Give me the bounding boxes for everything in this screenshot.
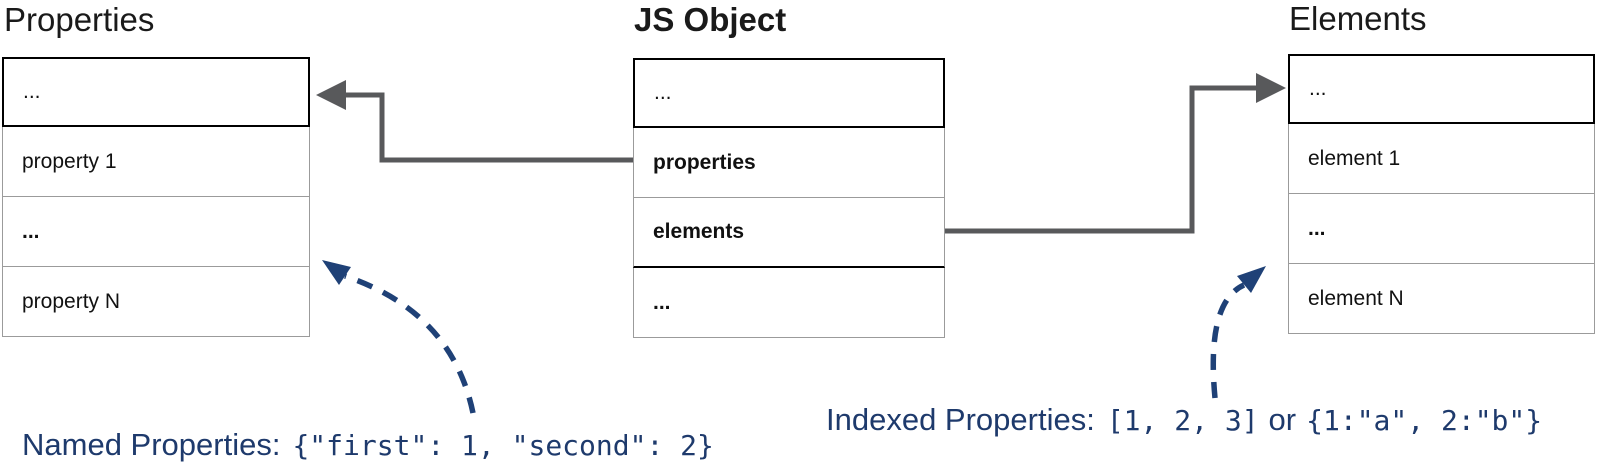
js-object-row-properties: properties: [633, 128, 945, 198]
js-object-row-elements: elements: [633, 198, 945, 268]
js-object-row-hidden: ...: [633, 58, 945, 128]
properties-table: ... property 1 ... property N: [2, 57, 310, 337]
named-properties-code: {"first": 1, "second": 2}: [292, 429, 714, 462]
indexed-properties-conjunction: or: [1268, 402, 1297, 437]
named-properties-dashed-arrow: [322, 260, 476, 414]
properties-row-ellipsis: ...: [2, 197, 310, 267]
arrow-head-right-icon: [1256, 73, 1286, 103]
properties-pointer-arrow: [316, 80, 633, 163]
named-properties-annotation: Named Properties: {"first": 1, "second":…: [22, 427, 714, 463]
js-object-row-ellipsis: ...: [633, 268, 945, 338]
properties-row-1: property 1: [2, 127, 310, 197]
properties-row-n: property N: [2, 267, 310, 337]
elements-row-1: element 1: [1288, 124, 1595, 194]
dashed-arrow-head-left-icon: [322, 260, 351, 285]
dashed-arrow-head-right-icon: [1237, 266, 1266, 293]
elements-row-n: element N: [1288, 264, 1595, 334]
js-object-title: JS Object: [634, 1, 787, 38]
indexed-properties-annotation: Indexed Properties: [1, 2, 3] or {1:"a",…: [826, 402, 1542, 438]
indexed-properties-dashed-arrow: [1210, 266, 1266, 399]
elements-pointer-arrow: [945, 73, 1286, 234]
properties-title: Properties: [4, 1, 155, 38]
named-properties-label: Named Properties:: [22, 427, 281, 462]
indexed-properties-label: Indexed Properties:: [826, 402, 1095, 437]
indexed-properties-object-code: {1:"a", 2:"b"}: [1306, 404, 1543, 437]
js-object-table: ... properties elements ...: [633, 58, 945, 338]
elements-table: ... element 1 ... element N: [1288, 54, 1595, 334]
elements-row-ellipsis: ...: [1288, 194, 1595, 264]
elements-row-hidden: ...: [1288, 54, 1595, 124]
properties-row-hidden: ...: [2, 57, 310, 127]
indexed-properties-array-code: [1, 2, 3]: [1106, 404, 1259, 437]
arrow-head-left-icon: [316, 80, 346, 110]
elements-title: Elements: [1289, 0, 1427, 37]
